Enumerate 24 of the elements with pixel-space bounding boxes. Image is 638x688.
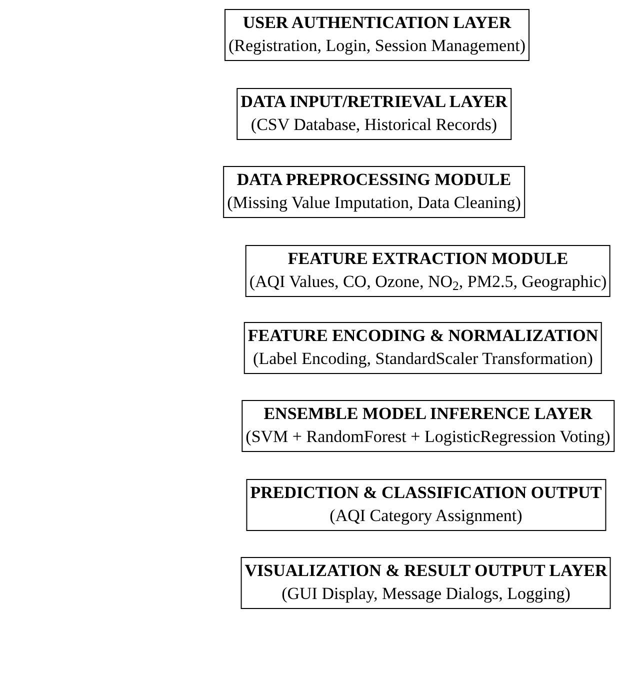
layer-description: (AQI Values, CO, Ozone, NO$_{2}$, PM2.5, Geographic): [249, 271, 607, 293]
layer-box: [236, 88, 512, 140]
layer-title: FEATURE ENCODING & NORMALIZATION: [248, 325, 598, 347]
layer-description: (Label Encoding, StandardScaler Transformation): [253, 348, 593, 370]
layer-box: [245, 245, 611, 297]
layer-box: [224, 9, 530, 61]
layer-title: FEATURE EXTRACTION MODULE: [288, 248, 568, 270]
layer-description: (GUI Display, Message Dialogs, Logging): [282, 583, 570, 605]
layer-title: ENSEMBLE MODEL INFERENCE LAYER: [264, 403, 592, 425]
layer-box: [240, 557, 612, 609]
layer-description: (Missing Value Imputation, Data Cleaning): [227, 192, 521, 214]
layer-title: DATA PREPROCESSING MODULE: [236, 169, 512, 191]
layer-box: [242, 400, 614, 452]
layer-description: (CSV Database, Historical Records): [250, 114, 498, 136]
layer-box: [244, 322, 602, 374]
layer-description: (SVM + RandomForest + LogisticRegression Voting): [246, 426, 610, 448]
layer-title: PREDICTION & CLASSIFICATION OUTPUT: [250, 482, 602, 504]
layer-box: [223, 166, 525, 218]
layer-box: [246, 479, 606, 531]
layer-title: DATA INPUT/RETRIEVAL LAYER: [240, 91, 508, 113]
layer-description: (AQI Category Assignment): [330, 505, 522, 527]
layer-description: (Registration, Login, Session Management): [228, 35, 526, 57]
layer-title: VISUALIZATION & RESULT OUTPUT LAYER: [244, 560, 608, 582]
layer-title: USER AUTHENTICATION LAYER: [242, 12, 512, 34]
